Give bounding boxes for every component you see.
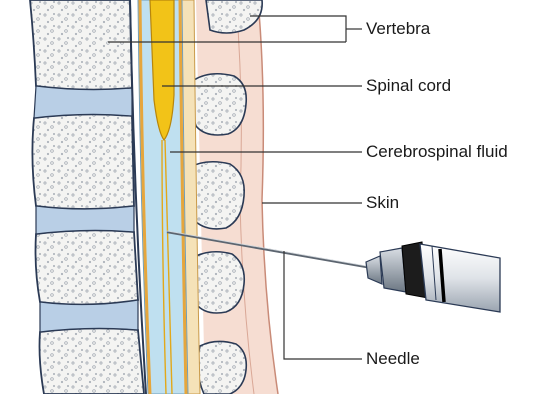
needle-leader bbox=[284, 251, 362, 359]
label-vertebra: Vertebra bbox=[366, 20, 430, 37]
syringe-tip bbox=[380, 248, 406, 292]
syringe-hub bbox=[366, 256, 382, 284]
syringe-barrel bbox=[420, 244, 500, 312]
label-spinal-cord: Spinal cord bbox=[366, 77, 451, 94]
label-cerebrospinal-fluid: Cerebrospinal fluid bbox=[366, 143, 508, 160]
syringe bbox=[366, 242, 500, 312]
label-needle: Needle bbox=[366, 350, 420, 367]
vertebral-bodies bbox=[30, 0, 144, 394]
label-skin: Skin bbox=[366, 194, 399, 211]
